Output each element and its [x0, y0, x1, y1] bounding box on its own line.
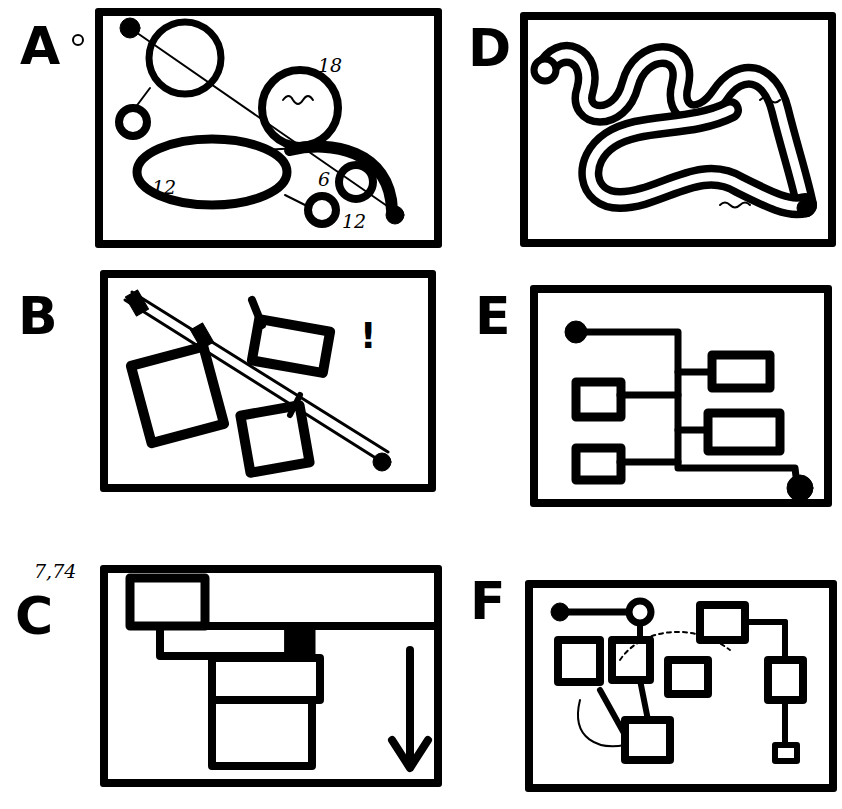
- sketch-panel: F: [525, 580, 837, 792]
- callout-number: 6: [318, 170, 330, 189]
- callout-number: 12: [152, 178, 176, 197]
- sketch-panel: A: [95, 8, 442, 248]
- sketch-panel: B: [100, 270, 436, 492]
- sketch-panel: D: [520, 12, 836, 247]
- callout-number: !: [360, 318, 376, 354]
- panel-letter: D: [468, 22, 511, 74]
- panel-letter: C: [15, 590, 53, 642]
- callout-number: 18: [318, 56, 342, 75]
- callout-number: 7,74: [34, 562, 76, 581]
- panel-letter: A: [20, 20, 60, 72]
- sketch-panel: E: [530, 285, 832, 507]
- sketch-panel: C: [100, 565, 442, 787]
- callout-number: 12: [342, 212, 366, 231]
- panel-letter: B: [18, 290, 58, 342]
- panel-letter: F: [470, 575, 506, 627]
- panel-letter: E: [475, 290, 511, 342]
